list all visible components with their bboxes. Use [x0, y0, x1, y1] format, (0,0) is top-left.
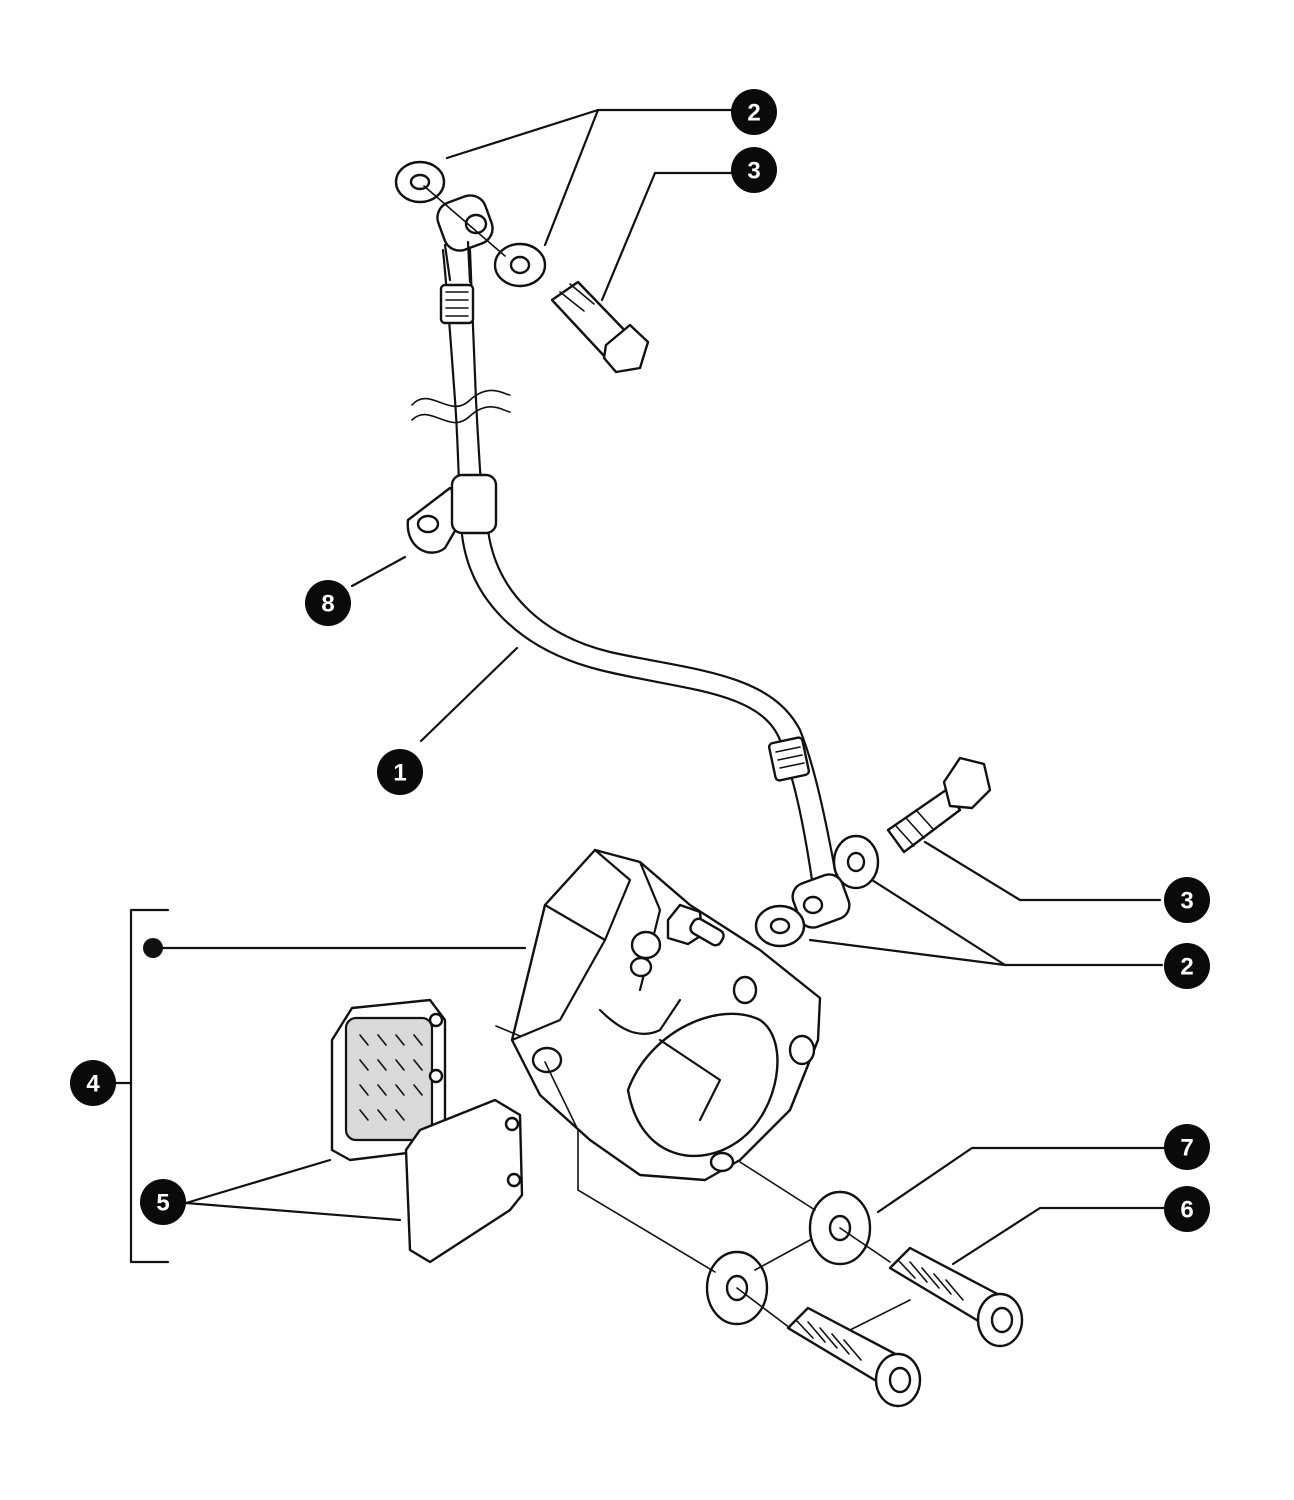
callout-6: 6 [1164, 1186, 1210, 1232]
mounting-bolt-lower [786, 1306, 922, 1408]
banjo-bolt-top [550, 280, 650, 374]
callout-label: 2 [1180, 954, 1193, 981]
washer-top-right [493, 242, 547, 288]
hose-clip [406, 473, 498, 554]
brake-pad-back [330, 998, 447, 1162]
callout-3-right: 3 [1164, 877, 1210, 923]
banjo-fitting-right [791, 873, 851, 929]
callout-label: 5 [156, 1190, 169, 1217]
washer-right-upper [832, 834, 880, 890]
brake-pad-front [404, 1098, 524, 1264]
bolt-axis-lines [495, 1025, 911, 1331]
bracket-dot [143, 938, 163, 958]
assembly-bracket [108, 908, 170, 1264]
callout-label: 3 [747, 158, 760, 185]
caliper-body [510, 848, 822, 1182]
callout-label: 2 [747, 100, 760, 127]
callout-label: 3 [1180, 888, 1193, 915]
callout-8: 8 [305, 580, 351, 626]
leader-lines [161, 108, 1167, 1266]
callout-label: 8 [321, 591, 334, 618]
callout-2-right: 2 [1164, 943, 1210, 989]
callout-label: 6 [1180, 1197, 1193, 1224]
callout-label: 4 [86, 1071, 100, 1098]
callout-2-top: 2 [731, 89, 777, 135]
callout-1: 1 [377, 749, 423, 795]
callout-label: 7 [1180, 1135, 1193, 1162]
mounting-bolt-upper [888, 1246, 1024, 1348]
top-banjo-assembly [394, 160, 650, 374]
callout-label: 1 [393, 760, 406, 787]
callout-3-top: 3 [731, 147, 777, 193]
right-banjo-assembly [754, 756, 992, 948]
banjo-bolt-right [886, 756, 992, 854]
hydraulic-hose [411, 248, 837, 882]
washer-right-lower [754, 904, 806, 948]
callout-7: 7 [1164, 1124, 1210, 1170]
banjo-fitting-top [436, 194, 494, 284]
callout-4: 4 [70, 1060, 116, 1106]
washer-top-left [394, 160, 446, 204]
callout-5: 5 [140, 1179, 186, 1225]
